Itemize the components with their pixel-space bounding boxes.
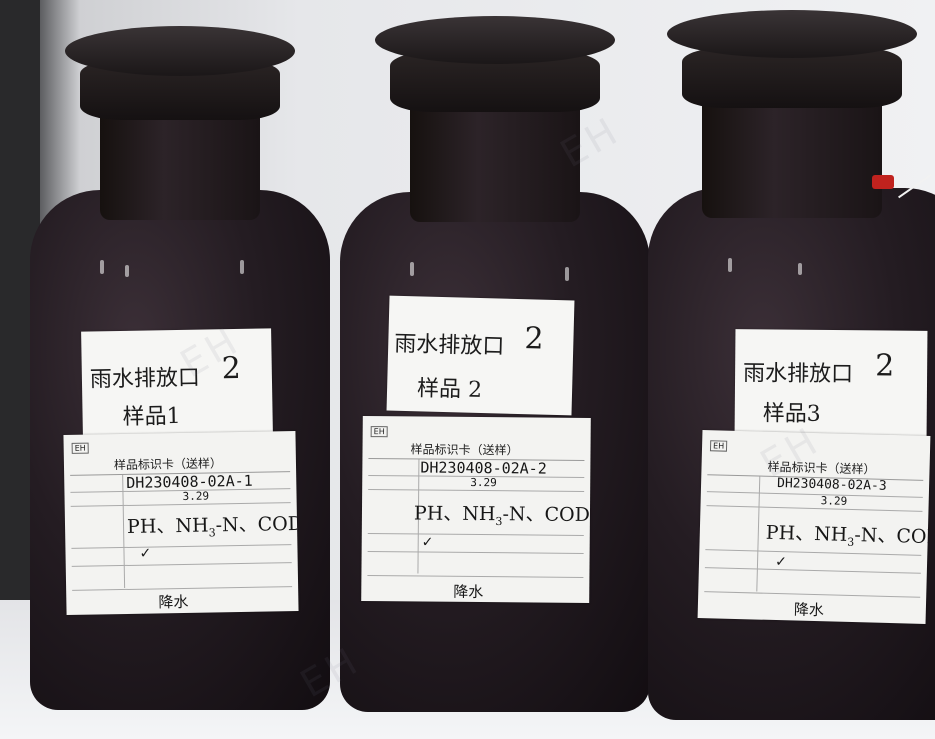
handwritten-label-3: 雨水排放口 2 样品3 — [734, 329, 928, 441]
company-logo-icon: EH — [71, 442, 89, 454]
sample-code: DH230408-02A-2 — [420, 458, 547, 478]
test-items: PH、NH3-N、COD、SS — [413, 502, 591, 529]
check-mark-icon: ✓ — [774, 553, 788, 571]
bottle-neck — [100, 100, 260, 220]
sample-type: 降水 — [793, 600, 825, 620]
sample-date: 3.29 — [820, 494, 848, 508]
card-row-notes — [704, 567, 921, 598]
bottle-neck — [701, 88, 882, 218]
sample-type: 降水 — [453, 582, 484, 602]
label-sample-name: 样品1 — [122, 403, 181, 430]
glass-reflection — [240, 260, 244, 274]
glass-reflection — [798, 263, 802, 275]
glass-reflection — [125, 265, 129, 277]
bottle-neck — [410, 92, 580, 222]
label-sample-name: 样品3 — [762, 401, 821, 427]
company-logo-icon: EH — [709, 440, 728, 452]
card-row-notes — [367, 551, 584, 578]
sample-id-card-1: EH 样品标识卡（送样） DH230408-02A-1 3.29 PH、NH3-… — [63, 430, 299, 616]
red-tag — [872, 175, 894, 189]
stopper-cap — [375, 16, 615, 64]
card-title: 样品标识卡（送样） — [410, 442, 519, 458]
label-sample-name: 样品 2 — [416, 376, 483, 404]
handwritten-label-2: 雨水排放口 2 样品 2 — [386, 295, 575, 416]
test-items: PH、NH3-N、COD、SS — [765, 521, 931, 550]
check-mark-icon: ✓ — [139, 545, 152, 562]
sample-type: 降水 — [158, 592, 189, 612]
test-items: PH、NH3-N、COD、SS — [126, 512, 299, 540]
card-row-notes — [71, 562, 293, 591]
glass-reflection — [728, 258, 732, 272]
label-location: 雨水排放口 — [742, 361, 854, 388]
label-point-number: 2 — [523, 321, 545, 357]
glass-reflection — [100, 260, 104, 274]
card-title: 样品标识卡（送样） — [113, 456, 223, 473]
sample-date: 3.29 — [182, 489, 210, 503]
stopper-cap — [666, 10, 917, 58]
label-location: 雨水排放口 — [393, 331, 505, 360]
sample-code: DH230408-02A-3 — [776, 476, 887, 494]
company-logo-icon: EH — [370, 426, 388, 438]
sample-id-card-2: EH 样品标识卡（送样） DH230408-02A-2 3.29 PH、NH3-… — [361, 416, 591, 603]
bottle-stopper — [681, 48, 902, 108]
check-mark-icon: ✓ — [421, 534, 434, 551]
glass-reflection — [410, 262, 414, 276]
glass-reflection — [565, 267, 569, 281]
label-point-number: 2 — [875, 348, 895, 384]
sample-date: 3.29 — [470, 475, 497, 490]
stopper-cap — [65, 26, 295, 76]
